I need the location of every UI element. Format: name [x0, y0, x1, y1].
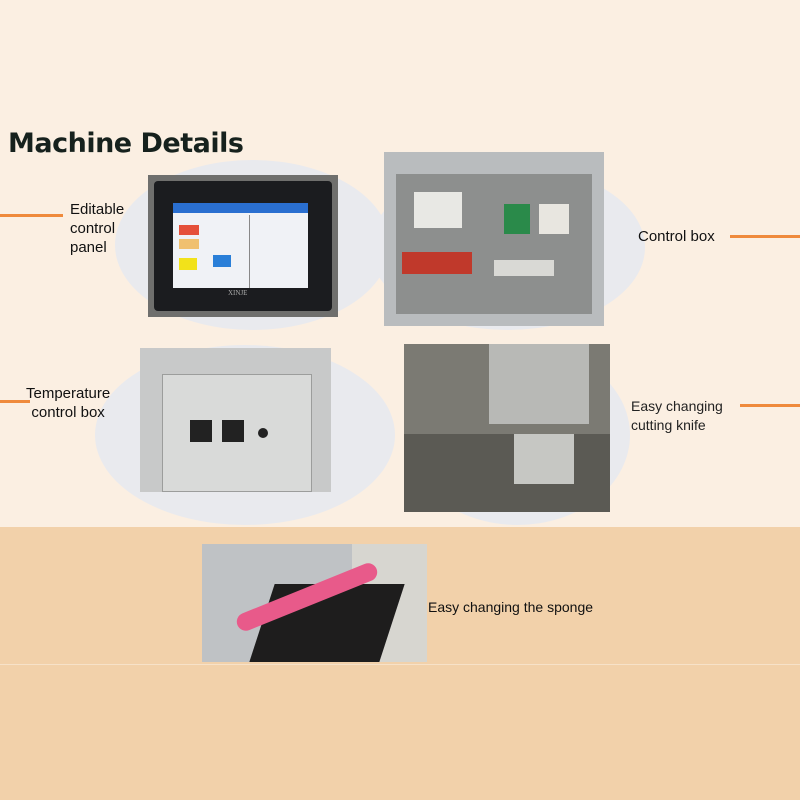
relay-module [504, 204, 530, 234]
label-temperature: Temperature control box [26, 384, 110, 422]
label-line: control [70, 220, 116, 237]
temperature-controller [222, 420, 244, 442]
divider [0, 664, 800, 665]
temperature-box-photo [140, 348, 331, 492]
terminal-block [494, 260, 554, 276]
touch-screen [173, 203, 308, 288]
screen-tabs [173, 203, 308, 213]
temperature-controller [190, 420, 212, 442]
label-line: Temperature [26, 385, 111, 402]
page-title: Machine Details [8, 128, 244, 159]
cutting-knife-photo [404, 344, 610, 512]
terminal-block [402, 252, 472, 274]
sponge-photo [202, 544, 427, 662]
label-sponge: Easy changing the sponge [428, 599, 594, 615]
blade-plate [514, 434, 574, 484]
accent-line [0, 214, 63, 217]
start-button-shape [179, 258, 197, 270]
label-line: control box [31, 404, 105, 421]
accent-line [0, 400, 30, 403]
control-box-photo [384, 152, 604, 326]
plc-module [414, 192, 462, 228]
label-line: cutting knife [631, 417, 706, 433]
control-panel-photo: XINJE [148, 175, 338, 317]
screen-divider [249, 215, 250, 288]
breaker [539, 204, 569, 234]
knife-holder [489, 344, 589, 424]
continue-button-shape [179, 239, 199, 249]
label-line: panel [70, 239, 107, 256]
manual-button-shape [213, 255, 231, 267]
accent-line [730, 235, 800, 238]
label-control-box: Control box [638, 228, 715, 245]
label-knife: Easy changing cutting knife [631, 397, 723, 435]
label-control-panel: Editable control panel [70, 200, 124, 257]
stop-button-shape [179, 225, 199, 235]
label-line: Easy changing [631, 398, 723, 414]
accent-line [740, 404, 800, 407]
switch-knob [258, 428, 268, 438]
screen-brand: XINJE [228, 289, 248, 297]
label-line: Editable [70, 201, 125, 218]
machine-base [404, 434, 610, 512]
